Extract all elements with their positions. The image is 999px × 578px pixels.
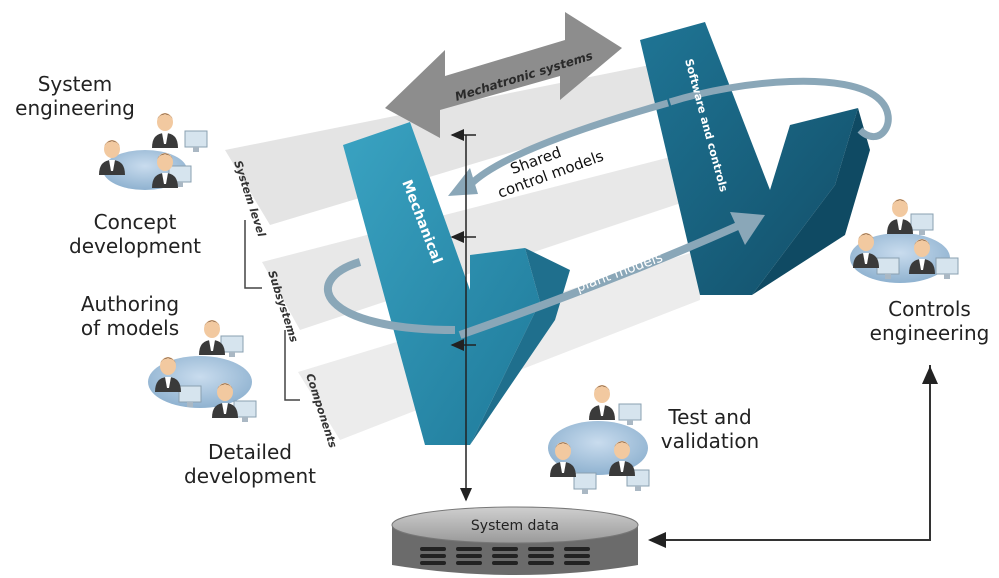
concept-development-label: Concept development (69, 210, 201, 258)
person-icon (887, 199, 913, 234)
people-group-controls (850, 199, 959, 283)
mechanical-v (343, 122, 570, 445)
system-engineering-label: System engineering (15, 72, 135, 120)
data-bus (450, 129, 476, 502)
detailed-development-label: Detailed development (184, 440, 316, 488)
database-label: System data (471, 518, 559, 534)
controls-engineering-label: Controls engineering (869, 297, 990, 345)
database-icon (420, 547, 590, 565)
test-and-validation-label: Test and validation (660, 405, 760, 453)
loop-bottom-arrow (324, 258, 456, 334)
authoring-of-models-label: Authoring of models (80, 292, 180, 340)
loop-top-arrow (668, 77, 892, 140)
people-group-authoring (148, 320, 257, 423)
mechatronic-systems-arrow (385, 12, 622, 138)
controls-link (648, 365, 938, 548)
band-system-level (225, 58, 685, 225)
software-and-controls-v (640, 22, 870, 295)
people-group-system-engineering (99, 113, 208, 190)
shared-plant-models-arrow (458, 221, 742, 339)
flow-arrows (324, 77, 892, 339)
person-icon (152, 113, 178, 148)
band-subsystems (262, 152, 690, 330)
people-group-test-validation (548, 385, 650, 495)
level-brackets (244, 220, 300, 401)
system-data-database: System data (391, 506, 639, 575)
shared-control-models-arrow (467, 99, 669, 188)
person-icon (589, 385, 615, 420)
